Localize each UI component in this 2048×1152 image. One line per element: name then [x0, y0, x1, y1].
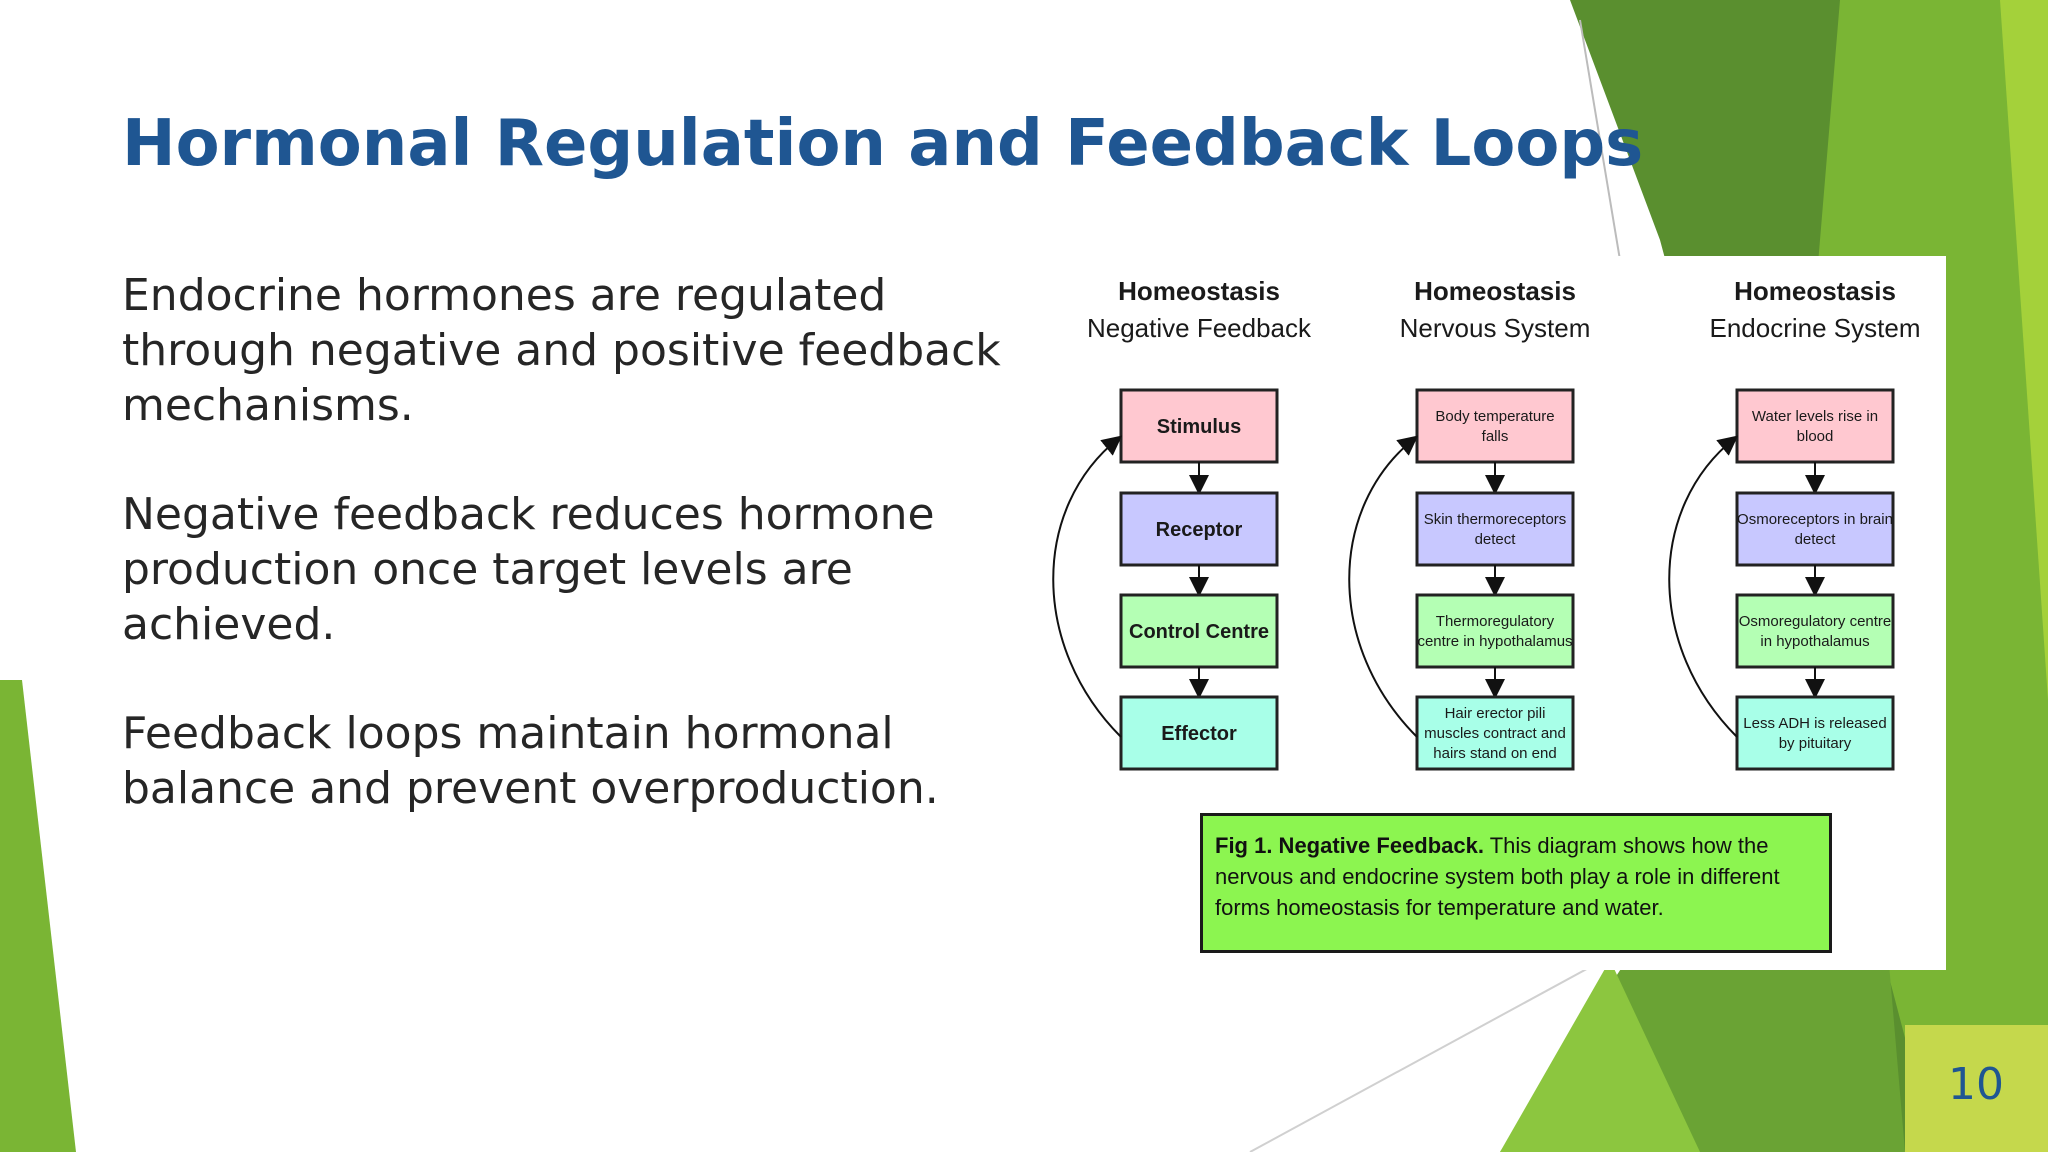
flow-box-label: Control Centre — [1129, 621, 1269, 643]
page-number-box: 10 — [1905, 1025, 2048, 1152]
paragraph: Feedback loops maintain hormonal balance… — [122, 708, 939, 814]
flow-box-label: Stimulus — [1157, 416, 1241, 438]
flow-box — [1735, 388, 1895, 464]
column-title: Homeostasis — [1734, 276, 1896, 306]
flow-box-label: centre in hypothalamus — [1417, 633, 1572, 650]
decor-shape-light-right — [2000, 0, 2048, 700]
decor-line — [1249, 939, 1641, 1152]
flow-box — [1735, 491, 1895, 567]
column-title: Homeostasis — [1414, 276, 1576, 306]
flow-box-label: Effector — [1161, 723, 1237, 745]
flow-box-label: muscles contract and — [1424, 725, 1566, 742]
column-subtitle: Endocrine System — [1710, 313, 1921, 343]
flow-box-label: by pituitary — [1779, 735, 1852, 752]
flow-box-label: blood — [1797, 428, 1834, 445]
flow-box-label: hairs stand on end — [1433, 745, 1556, 762]
flow-box-label: Water levels rise in — [1752, 408, 1878, 425]
flow-box-label: Receptor — [1156, 519, 1243, 541]
flow-box — [1415, 593, 1575, 669]
flow-box — [1119, 491, 1279, 567]
feedback-loop-arrow — [1668, 435, 1739, 738]
flow-box — [1415, 695, 1575, 771]
flow-box-label: Osmoreceptors in brain — [1737, 511, 1893, 528]
feedback-loop-arrow — [1348, 435, 1419, 738]
decor-shape-lower-light — [1500, 960, 1700, 1152]
flow-box — [1119, 593, 1279, 669]
paragraph: Endocrine hormones are regulated through… — [122, 270, 1001, 431]
flow-box-label: Skin thermoreceptors — [1424, 511, 1567, 528]
flow-box — [1119, 695, 1279, 771]
column-subtitle: Nervous System — [1400, 313, 1591, 343]
body-text: Endocrine hormones are regulated through… — [122, 268, 1002, 870]
flow-box-label: falls — [1482, 428, 1509, 445]
column-title: Homeostasis — [1118, 276, 1280, 306]
flow-box-label: Hair erector pili — [1445, 705, 1546, 722]
decor-shape-left — [0, 680, 76, 1152]
slide-title: Hormonal Regulation and Feedback Loops — [122, 107, 1644, 181]
flow-box — [1735, 695, 1895, 771]
caption-bold: Fig 1. Negative Feedback. — [1215, 833, 1484, 858]
flow-box-label: in hypothalamus — [1760, 633, 1869, 650]
page-number: 10 — [1948, 1059, 2004, 1110]
feedback-loop-arrow — [1052, 435, 1123, 738]
flow-box-label: detect — [1475, 531, 1517, 548]
paragraph: Negative feedback reduces hormone produc… — [122, 489, 935, 650]
flow-box — [1415, 491, 1575, 567]
flow-box-label: Osmoregulatory centre — [1739, 613, 1892, 630]
flow-box-label: Body temperature — [1435, 408, 1554, 425]
flow-box — [1735, 593, 1895, 669]
caption-text: This diagram shows how the nervous and e… — [1215, 833, 1780, 920]
flow-box — [1119, 388, 1279, 464]
flow-box — [1415, 388, 1575, 464]
flow-box-label: Less ADH is released — [1743, 715, 1886, 732]
figure-caption: Fig 1. Negative Feedback. This diagram s… — [1200, 813, 1832, 953]
flow-box-label: detect — [1795, 531, 1837, 548]
flow-box-label: Thermoregulatory — [1436, 613, 1555, 630]
column-subtitle: Negative Feedback — [1087, 313, 1312, 343]
